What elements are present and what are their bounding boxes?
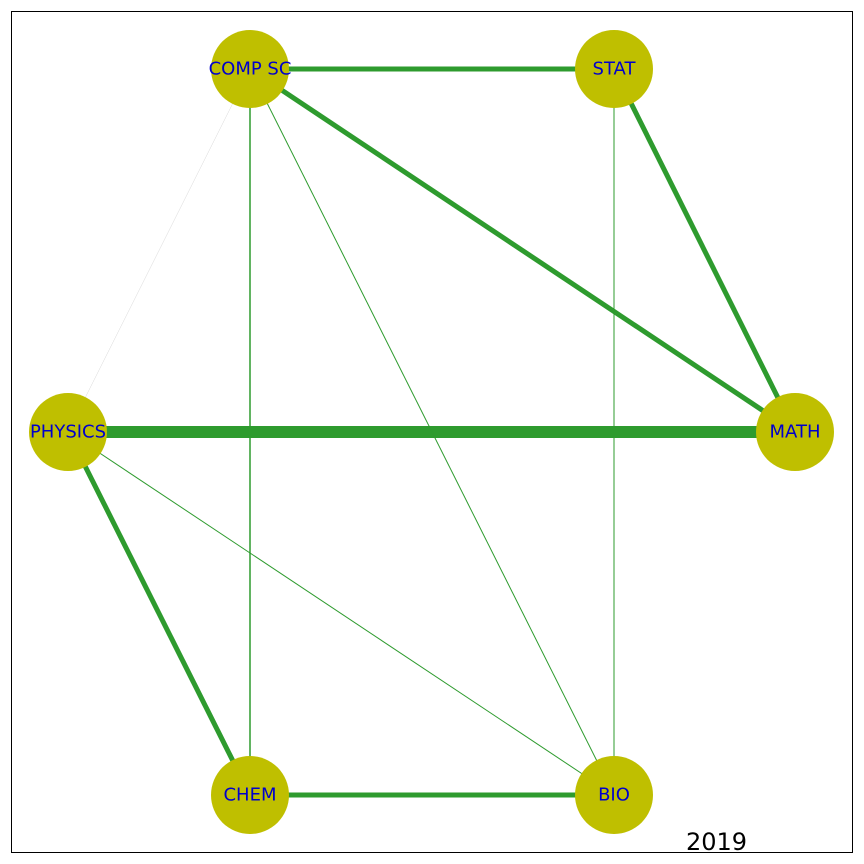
node-physics: PHYSICS	[29, 393, 107, 471]
plot-frame	[11, 11, 853, 853]
node-circle	[756, 393, 834, 471]
edge-comp-sc-physics	[67, 68, 251, 433]
node-label: MATH	[770, 422, 821, 443]
node-comp-sc: COMP SC	[209, 30, 292, 108]
year-label: 2019	[686, 828, 748, 856]
node-math: MATH	[756, 393, 834, 471]
node-label: BIO	[598, 785, 630, 806]
edge-comp-sc-math	[248, 66, 797, 435]
node-label: CHEM	[223, 785, 276, 806]
node-circle	[211, 30, 289, 108]
node-label: PHYSICS	[30, 422, 106, 443]
node-label: STAT	[593, 59, 637, 80]
edges-layer	[65, 66, 798, 798]
edge-stat-math	[611, 67, 798, 434]
node-circle	[575, 30, 653, 108]
node-label: COMP SC	[209, 59, 292, 80]
node-bio: BIO	[575, 756, 653, 834]
edge-comp-sc-bio	[249, 68, 615, 796]
edge-physics-bio	[67, 431, 615, 796]
edge-physics-chem	[65, 430, 253, 797]
node-stat: STAT	[575, 30, 653, 108]
node-circle	[29, 393, 107, 471]
nodes-layer: COMP SC STAT PHYSICS MATH CHEM BIO	[29, 30, 834, 834]
node-chem: CHEM	[211, 756, 289, 834]
node-circle	[575, 756, 653, 834]
node-circle	[211, 756, 289, 834]
